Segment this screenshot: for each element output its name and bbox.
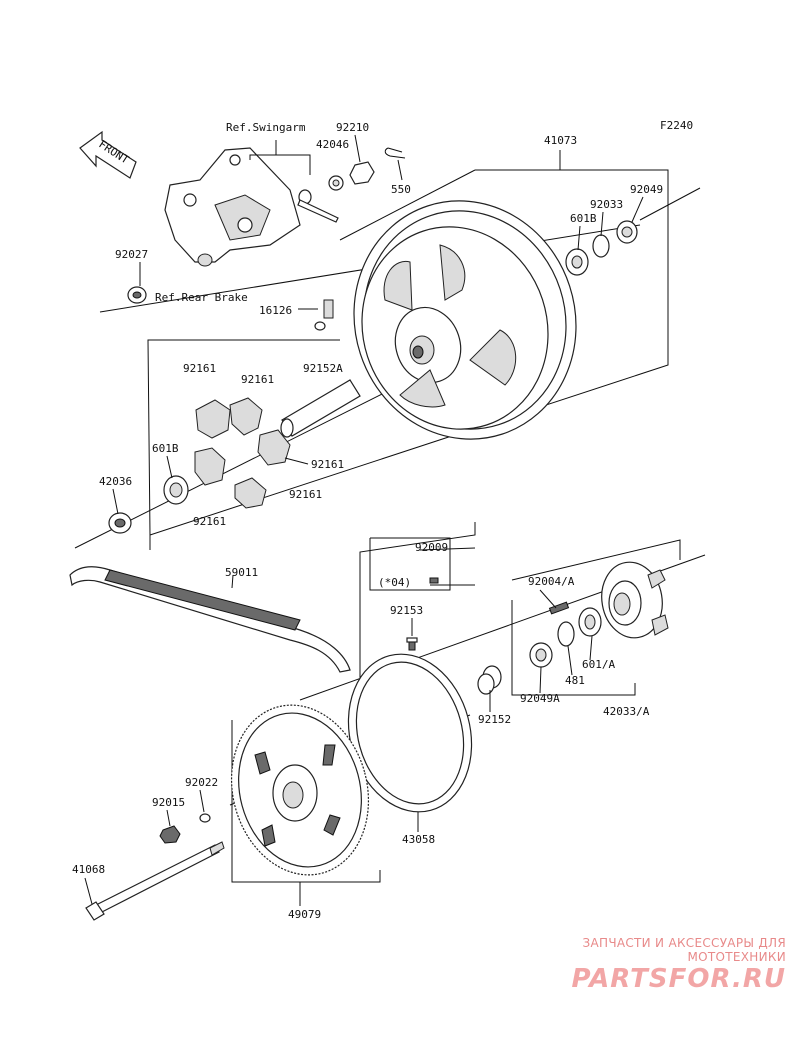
part-42036-label: 42036 (99, 475, 132, 488)
part-601B-left-label: 601B (152, 442, 179, 455)
part-92210-label: 92210 (336, 121, 369, 134)
ref-rear-brake-label: Ref.Rear Brake (155, 291, 248, 304)
diagram-code: F2240 (660, 119, 693, 132)
hub-bearing-group-right (565, 220, 638, 276)
ref-swingarm-label: Ref.Swingarm (226, 121, 306, 134)
bolt-92153 (406, 637, 418, 651)
gasket-43058 (347, 653, 473, 813)
part-42033A-label: 42033/A (603, 705, 650, 718)
collar-92152A (280, 379, 361, 438)
axle-41068 (85, 841, 225, 921)
site-watermark: ЗАПЧАСТИ И АКСЕССУАРЫ ДЛЯ МОТОТЕХНИКИ PA… (486, 936, 786, 994)
lower-frame-line (359, 522, 476, 735)
part-92161-label-b: 92161 (241, 373, 274, 386)
part-92033-label: 92033 (590, 198, 623, 211)
part-481-label: 481 (565, 674, 585, 687)
nut-92015 (159, 825, 181, 844)
hub-dampers-92161 (194, 397, 291, 509)
part-41068-label: 41068 (72, 863, 105, 876)
rear-pulley-49079 (230, 704, 370, 876)
note-04-label: (*04) (378, 576, 411, 589)
part-42046-label: 42046 (316, 138, 349, 151)
front-arrow-icon: FRONT (79, 130, 137, 179)
upper-frame-line (149, 169, 669, 550)
hub-bearing-group-left (108, 475, 189, 534)
coupling-hub-42033A (601, 561, 669, 639)
watermark-tagline: ЗАПЧАСТИ И АКСЕССУАРЫ ДЛЯ МОТОТЕХНИКИ (582, 936, 786, 964)
part-43058-label: 43058 (402, 833, 435, 846)
spacer-92027 (127, 253, 213, 304)
part-92015-label: 92015 (152, 796, 185, 809)
part-92161-label-c: 92161 (311, 458, 344, 471)
part-550-label: 550 (391, 183, 411, 196)
part-16126-label: 16126 (259, 304, 292, 317)
part-92049A-label: 92049A (520, 692, 560, 705)
part-92161-label-a: 92161 (183, 362, 216, 375)
part-92004A-label: 92004/A (528, 575, 575, 588)
rear-wheel-41073 (353, 200, 577, 440)
part-49079-label: 49079 (288, 908, 321, 921)
drive-belt-59011 (69, 566, 351, 673)
part-92153-label: 92153 (390, 604, 423, 617)
part-601A-label: 601/A (582, 658, 615, 671)
axle-nut-group (297, 147, 406, 223)
air-valve-16126 (314, 299, 334, 331)
coupling-bearing-group (477, 601, 602, 695)
part-92022-label: 92022 (185, 776, 218, 789)
caliper-bracket (164, 147, 301, 263)
stud-92022 (199, 813, 211, 823)
watermark-logo: PARTSFOR.RU (571, 964, 786, 994)
part-92152A-label: 92152A (303, 362, 343, 375)
part-92027-label: 92027 (115, 248, 148, 261)
part-92049-label: 92049 (630, 183, 663, 196)
part-92161-label-d: 92161 (289, 488, 322, 501)
part-92152-label: 92152 (478, 713, 511, 726)
bolt-92009 (429, 577, 439, 584)
part-59011-label: 59011 (225, 566, 258, 579)
part-92009-label: 92009 (415, 541, 448, 554)
part-601B-top-label: 601B (570, 212, 597, 225)
upper-left-frame-line (147, 339, 340, 536)
part-41073-label: 41073 (544, 134, 577, 147)
part-92161-label-e: 92161 (193, 515, 226, 528)
